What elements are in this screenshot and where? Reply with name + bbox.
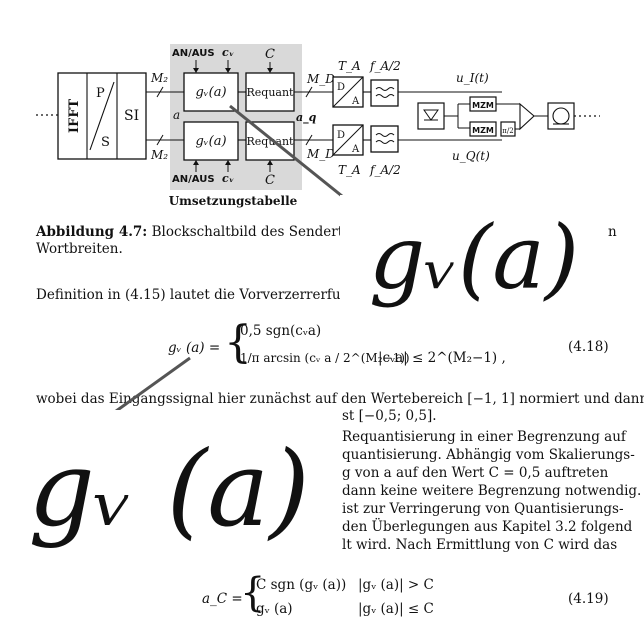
requant-block-bottom bbox=[245, 121, 295, 161]
svg-text:π/2: π/2 bbox=[502, 127, 513, 135]
uq-label: u_Q(t) bbox=[452, 149, 490, 163]
svg-text:D: D bbox=[337, 130, 345, 141]
c-bottom-label: C bbox=[265, 173, 275, 188]
lowpass-filter-bottom bbox=[370, 125, 399, 153]
eq419-number: (4.19) bbox=[568, 591, 609, 607]
paragraph-line-5: ist zur Verringerung von Quantisierungs- bbox=[342, 501, 624, 517]
md-top-label: M_D bbox=[306, 72, 335, 86]
aq-label: a_q bbox=[296, 111, 317, 125]
eq418-case2: 1/π arcsin (cᵥ a / 2^(M₂−1)) bbox=[240, 351, 410, 365]
si-label: SI bbox=[124, 108, 139, 124]
svg-text:MZM: MZM bbox=[472, 101, 494, 110]
eq419-cond1: |gᵥ (a)| > C bbox=[358, 577, 434, 593]
an-aus-top-label: AN/AUS bbox=[172, 48, 215, 59]
ta-bottom-label: T_A bbox=[338, 163, 361, 177]
m2-bottom-label: M₂ bbox=[150, 148, 168, 162]
a-label: a bbox=[173, 108, 180, 122]
eq418-case1: 0,5 sgn(cᵥa) bbox=[240, 323, 322, 339]
fa-top-label: f_A/2 bbox=[369, 59, 401, 73]
caption-line2: Wortbreiten. bbox=[36, 241, 123, 257]
svg-text:A: A bbox=[351, 96, 360, 107]
gv-block-top bbox=[183, 72, 239, 112]
paragraph-line-4: dann keine weitere Begrenzung notwendig. bbox=[342, 483, 642, 499]
eq418-brace: { bbox=[224, 317, 252, 368]
requant-bottom-label: Requant bbox=[247, 135, 295, 148]
svg-text:A: A bbox=[351, 144, 360, 155]
eq419-brace: { bbox=[240, 570, 266, 616]
block-diagram: IFFT P S SI M₂ M₂ a gᵥ(a) gᵥ(a) AN/AUS c… bbox=[36, 44, 600, 215]
ta-top-label: T_A bbox=[338, 59, 361, 73]
st-line: st [−0,5; 0,5]. bbox=[342, 408, 437, 424]
figure-caption: Abbildung 4.7: Blockschaltbild des Sende… bbox=[36, 224, 367, 240]
umsetzung-label: Umsetzungstabelle bbox=[169, 194, 298, 208]
eq418-cond2: |cᵥa| ≤ 2^(M₂−1) , bbox=[378, 350, 506, 366]
gv-bottom-label: gᵥ(a) bbox=[195, 134, 226, 149]
paragraph-line-3: g von a auf den Wert C = 0,5 auftreten bbox=[342, 465, 609, 481]
svg-text:MZM: MZM bbox=[472, 126, 494, 135]
md-bottom-label: M_D bbox=[306, 147, 335, 161]
magnifier-bottom: gᵥ (a) bbox=[0, 410, 338, 568]
gv-block-bottom bbox=[183, 121, 239, 161]
gv-top-label: gᵥ(a) bbox=[195, 85, 226, 100]
ui-label: u_I(t) bbox=[456, 71, 489, 85]
umsetzung-background bbox=[170, 44, 302, 190]
ifft-label: IFFT bbox=[67, 99, 82, 134]
paragraph-line-2: quantisierung. Abhängig vom Skalierungs- bbox=[342, 447, 635, 463]
eq419-case1: C sgn (gᵥ (a)) bbox=[256, 577, 347, 593]
cv-top-label: cᵥ bbox=[222, 46, 234, 59]
lowpass-filter-top bbox=[370, 79, 399, 107]
definition-line: Definition in (4.15) lautet die Vorverze… bbox=[36, 287, 350, 303]
wobei-line: wobei das Eingangssignal hier zunächst a… bbox=[36, 391, 644, 407]
requant-top-label: Requant bbox=[247, 86, 295, 99]
an-aus-bottom-label: AN/AUS bbox=[172, 174, 215, 185]
eq418-lhs: gᵥ (a) = bbox=[168, 340, 221, 356]
laser-diode bbox=[417, 102, 445, 130]
eq419-lhs: a_C = bbox=[202, 591, 243, 607]
ps-bottom-label: S bbox=[101, 135, 110, 150]
paragraph-line-1: Requantisierung in einer Begrenzung auf bbox=[342, 429, 626, 445]
eq419-cond2: |gᵥ (a)| ≤ C bbox=[358, 601, 434, 617]
fa-bottom-label: f_A/2 bbox=[369, 163, 401, 177]
paragraph-line-6: den Überlegungen aus Kapitel 3.2 folgend bbox=[342, 519, 633, 535]
magnifier-top: gᵥ(a) bbox=[340, 195, 608, 320]
svg-text:D: D bbox=[337, 82, 345, 93]
ps-top-label: P bbox=[96, 86, 105, 101]
eq418-number: (4.18) bbox=[568, 339, 609, 355]
m2-top-label: M₂ bbox=[150, 71, 168, 85]
c-top-label: C bbox=[265, 47, 275, 62]
combiner bbox=[519, 102, 535, 131]
cv-bottom-label: cᵥ bbox=[222, 172, 234, 185]
mzm-block-bottom bbox=[469, 121, 497, 137]
eq419-case2: gᵥ (a) bbox=[256, 601, 293, 617]
paragraph-line-7: lt wird. Nach Ermittlung von C wird das bbox=[342, 537, 618, 553]
